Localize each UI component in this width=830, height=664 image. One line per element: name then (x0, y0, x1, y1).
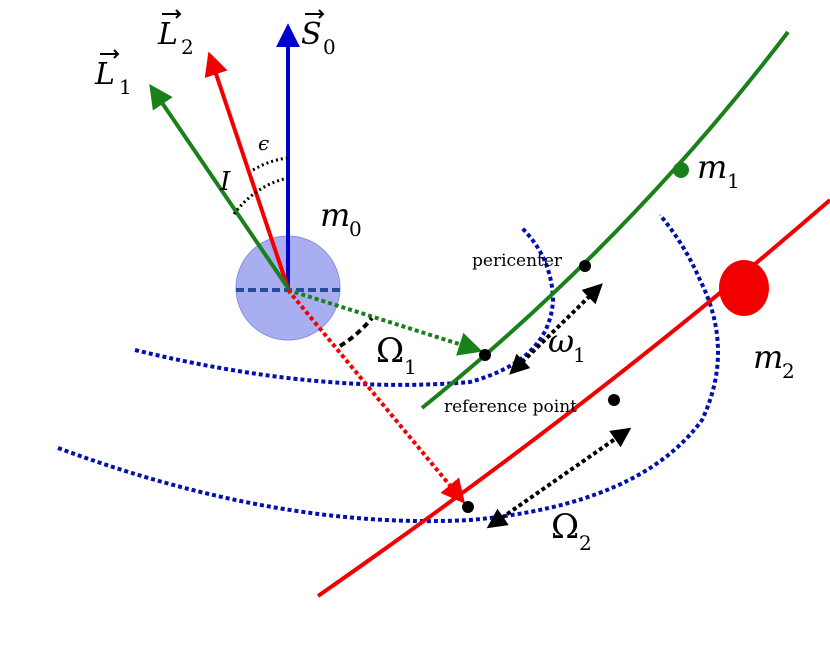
epsilon-angle-arc (252, 156, 289, 172)
svg-text:m: m (320, 196, 350, 234)
svg-text:1: 1 (119, 75, 132, 99)
svg-text:2: 2 (782, 359, 795, 383)
svg-text:L: L (157, 17, 178, 52)
label-inclination: I (219, 167, 231, 197)
node-line-1-green (287, 288, 483, 356)
inner-orbit-arc (134, 226, 556, 387)
svg-text:Ω: Ω (551, 507, 579, 547)
label-S0: S 0 (301, 9, 336, 59)
label-m0: m 0 (320, 196, 362, 241)
svg-text:ω: ω (548, 322, 574, 360)
node-point-orbit2 (462, 501, 474, 513)
orbit-m2-red (316, 198, 830, 598)
svg-text:1: 1 (404, 355, 417, 379)
svg-text:2: 2 (181, 35, 194, 59)
Omega2-double-arrow (486, 427, 632, 529)
label-epsilon: ϵ (258, 131, 269, 155)
svg-text:S: S (301, 17, 322, 52)
label-omega1: ω 1 (548, 322, 586, 367)
label-L2: L 2 (157, 9, 194, 59)
label-m1: m 1 (697, 148, 740, 193)
outer-orbit-arc (57, 213, 720, 524)
label-Omega2: Ω 2 (551, 507, 592, 555)
svg-text:2: 2 (579, 531, 592, 555)
pericenter-point (579, 260, 591, 272)
node-point-orbit1 (479, 349, 491, 361)
vector-L1-green (149, 84, 290, 290)
label-L1: L 1 (94, 49, 132, 99)
svg-text:m: m (697, 148, 727, 186)
svg-text:0: 0 (349, 217, 362, 241)
inclination-angle-arc (232, 176, 289, 215)
orbit-m1-green (420, 30, 790, 410)
body-m1 (673, 162, 689, 178)
svg-text:L: L (94, 57, 115, 92)
body-m2 (719, 260, 769, 316)
label-Omega1: Ω 1 (376, 331, 417, 379)
label-reference-point: reference point (444, 397, 577, 417)
Omega1-angle-marker (338, 316, 374, 348)
svg-text:Ω: Ω (376, 331, 404, 371)
svg-text:1: 1 (573, 343, 586, 367)
node-line-2-red (286, 288, 466, 504)
reference-point-dot (608, 394, 620, 406)
vector-L2-red (204, 51, 290, 289)
label-pericenter: pericenter (472, 251, 563, 271)
label-m2: m 2 (753, 338, 795, 383)
svg-text:1: 1 (727, 169, 740, 193)
svg-text:m: m (753, 338, 783, 376)
svg-text:0: 0 (323, 35, 336, 59)
